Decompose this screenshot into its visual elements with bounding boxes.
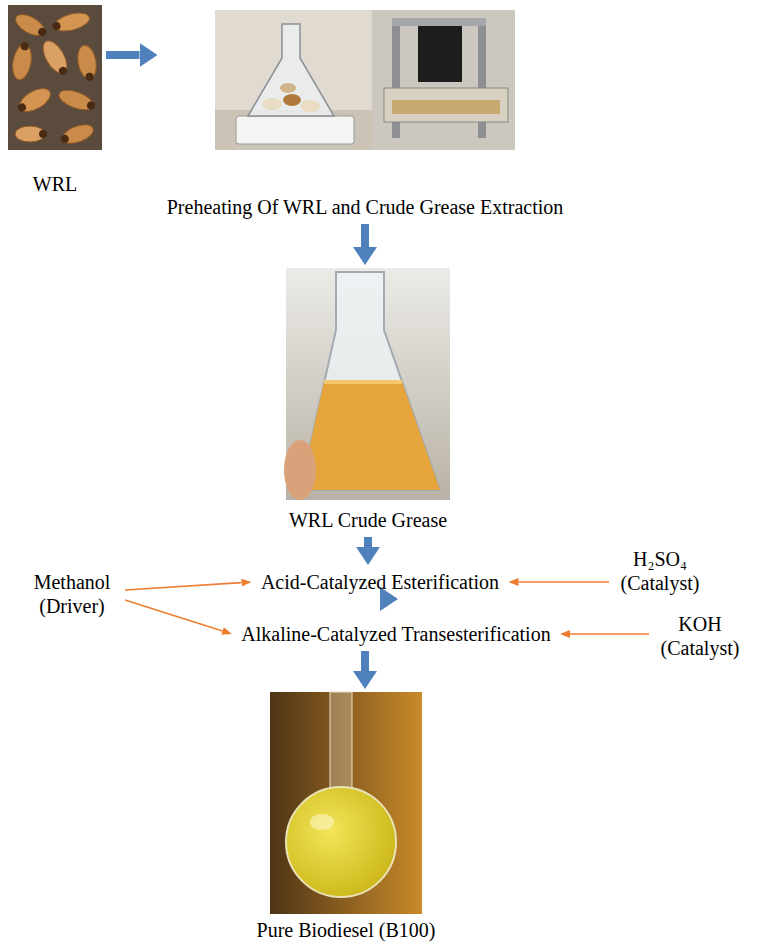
larva-head	[60, 134, 70, 144]
larva	[38, 37, 73, 79]
grease-in-tray	[392, 100, 500, 114]
larva-body	[56, 86, 95, 113]
larva-head	[86, 100, 96, 110]
larva	[56, 86, 97, 114]
photo-node: WRL	[7, 5, 103, 198]
photo-ground	[372, 10, 515, 150]
photo-caption: WRL	[11, 172, 99, 196]
larva-body	[60, 121, 96, 147]
photo-ground	[215, 10, 372, 150]
larva	[12, 10, 49, 41]
larva	[10, 41, 34, 82]
larva-chunk	[283, 94, 301, 106]
photo-node: Preheating Of WRL and Crude Grease Extra…	[161, 10, 570, 221]
larva-body	[16, 84, 54, 117]
hot-plate	[236, 116, 354, 144]
preheating-photo	[215, 10, 372, 150]
node-text: Alkaline-Catalyzed Transesterification	[239, 622, 553, 646]
extraction-photo	[372, 10, 515, 150]
larva-head	[52, 21, 62, 31]
input-arrow	[125, 600, 222, 631]
photo-caption: WRL Crude Grease	[287, 508, 450, 532]
larva-head	[17, 102, 28, 113]
reagent-label: Methanol (Driver)	[22, 568, 122, 620]
crude-grease-photo	[284, 268, 450, 500]
larva-head	[58, 65, 69, 76]
larva-head	[85, 72, 94, 81]
larva	[75, 44, 99, 83]
input-arrow	[125, 583, 242, 590]
process-step: Alkaline-Catalyzed Transesterification	[235, 620, 557, 648]
larvae-photo	[8, 5, 102, 150]
larva-chunk	[300, 100, 320, 112]
larva-head	[20, 42, 29, 51]
flask	[300, 272, 440, 490]
photo-caption: Preheating Of WRL and Crude Grease Extra…	[165, 195, 566, 219]
hand	[284, 440, 316, 500]
flask-neck	[330, 692, 352, 792]
flow-arrow	[364, 537, 372, 547]
larva	[14, 84, 54, 118]
frame-top	[392, 18, 486, 26]
flow-arrow	[361, 224, 369, 247]
reagent-label: H₂SO₄ (Catalyst)	[612, 545, 708, 597]
flow-arrow	[361, 651, 369, 671]
larva-chunk	[262, 98, 282, 110]
flask-bulb	[286, 787, 396, 897]
node-text: H₂SO₄ (Catalyst)	[616, 547, 704, 595]
photo-node: WRL Crude Grease	[283, 268, 454, 534]
photo-ground	[270, 692, 422, 914]
larva	[51, 10, 92, 35]
biodiesel-photo	[270, 692, 422, 914]
node-text: Acid-Catalyzed Esterification	[259, 570, 502, 594]
glass-highlight	[310, 814, 334, 830]
photo-caption: Pure Biodiesel (B100)	[255, 918, 438, 942]
input-arrow	[519, 581, 610, 583]
photo-ground	[8, 5, 102, 150]
larva	[15, 126, 47, 142]
grease-surface	[324, 380, 402, 384]
reagent-label: KOH (Catalyst)	[652, 610, 748, 662]
larva-head	[37, 27, 48, 38]
process-step: Acid-Catalyzed Esterification	[255, 568, 506, 596]
larva-head	[39, 130, 47, 138]
input-arrow	[570, 633, 649, 635]
press-container	[418, 26, 462, 82]
crude-grease	[300, 382, 440, 490]
larva-body	[12, 10, 48, 40]
flow-arrow	[106, 51, 140, 59]
drip-tray	[384, 88, 508, 122]
photo-node: Pure Biodiesel (B100)	[251, 692, 442, 944]
larva-chunk	[280, 83, 296, 93]
flask	[248, 24, 334, 116]
larva	[58, 121, 95, 148]
larva-body	[53, 10, 92, 35]
larva-body	[38, 37, 72, 77]
node-text: KOH (Catalyst)	[656, 612, 744, 660]
node-text: Methanol (Driver)	[26, 570, 118, 618]
